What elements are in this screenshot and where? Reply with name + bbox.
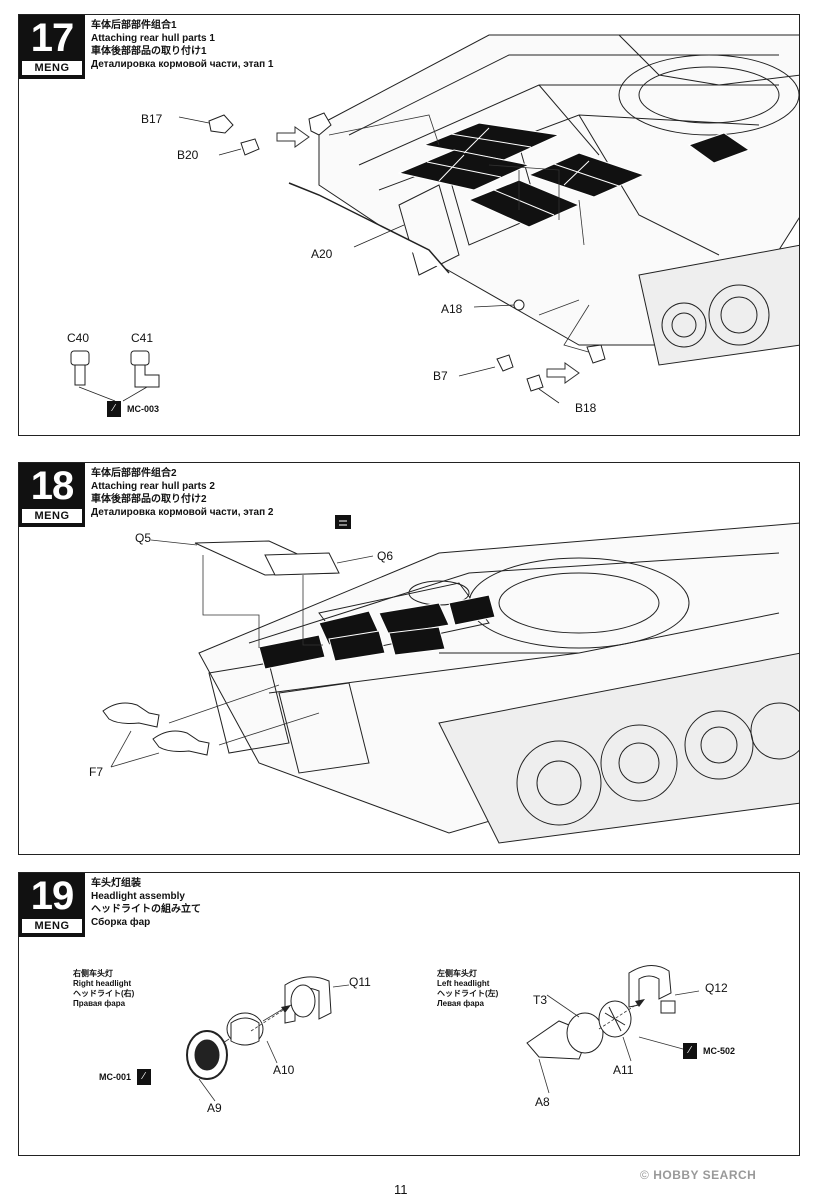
step-number-badge: 17 MENG	[19, 15, 85, 79]
paint-code: MC-502	[703, 1046, 736, 1056]
brand-logo: MENG	[22, 509, 82, 523]
part-label-f7: F7	[89, 765, 104, 779]
left-headlight-en: Left headlight	[437, 979, 490, 988]
part-label-c41: C41	[131, 331, 154, 345]
title-cn: 车体后部部件组合1	[91, 20, 177, 31]
title-en: Attaching rear hull parts 1	[91, 33, 215, 44]
headlight-drawing	[186, 965, 700, 1102]
title-ru: Сборка фар	[91, 917, 151, 928]
paint-code: MC-001	[99, 1072, 132, 1082]
page-number: 11	[394, 1182, 408, 1197]
rear-hull-drawing	[102, 515, 799, 844]
paint-callout: ∕ MC-003	[107, 401, 159, 417]
part-label-q11: Q11	[349, 975, 371, 989]
step-number: 17	[30, 16, 75, 60]
watermark-text: HOBBY SEARCH	[653, 1168, 757, 1182]
step-number-badge: 19 MENG	[19, 873, 85, 937]
brand-logo: MENG	[22, 61, 82, 75]
left-headlight-heading: 左侧车头灯 Left headlight ヘッドライト(左) Левая фар…	[437, 969, 498, 1009]
title-en: Headlight assembly	[91, 891, 185, 902]
part-label-b20: B20	[177, 148, 199, 162]
step-titles: 车体后部部件组合1 Attaching rear hull parts 1 車体…	[91, 19, 274, 71]
left-headlight-jp: ヘッドライト(左)	[437, 989, 499, 998]
paint-code: MC-003	[127, 404, 160, 414]
left-headlight-ru: Левая фара	[437, 999, 484, 1008]
title-cn: 车头灯组装	[91, 878, 141, 889]
right-headlight-ru: Правая фара	[73, 999, 126, 1008]
title-ru: Деталировка кормовой части, этап 2	[91, 507, 274, 518]
step-number-badge: 18 MENG	[19, 463, 85, 527]
part-label-a9: A9	[207, 1101, 222, 1115]
part-label-a18: A18	[441, 302, 463, 316]
right-headlight-jp: ヘッドライト(右)	[73, 989, 135, 998]
copyright-icon: ©	[640, 1168, 650, 1182]
step-number: 18	[30, 464, 75, 508]
part-label-q6: Q6	[377, 549, 394, 563]
title-en: Attaching rear hull parts 2	[91, 481, 215, 492]
right-headlight-cn: 右侧车头灯	[73, 969, 113, 978]
part-label-a20: A20	[311, 247, 333, 261]
step-titles: 车头灯组装 Headlight assembly ヘッドライトの組み立て Сбо…	[91, 877, 201, 929]
watermark: © HOBBY SEARCH	[640, 1168, 756, 1182]
paint-brush-icon: ∕	[683, 1043, 697, 1059]
title-jp: ヘッドライトの組み立て	[91, 904, 201, 915]
left-headlight-cn: 左侧车头灯	[437, 969, 477, 978]
rear-hull-drawing	[70, 34, 799, 404]
paint-brush-icon: ∕	[107, 401, 121, 417]
part-label-a10: A10	[273, 1063, 295, 1077]
part-label-c40: C40	[67, 331, 90, 345]
part-label-q5: Q5	[135, 531, 152, 545]
title-ru: Деталировка кормовой части, этап 1	[91, 59, 274, 70]
part-label-b17: B17	[141, 112, 163, 126]
step-19-panel: 19 MENG 车头灯组装 Headlight assembly ヘッドライトの…	[18, 872, 800, 1156]
right-headlight-heading: 右侧车头灯 Right headlight ヘッドライト(右) Правая ф…	[73, 969, 134, 1009]
title-jp: 車体後部部品の取り付け1	[91, 46, 207, 57]
step-17-panel: 17 MENG 车体后部部件组合1 Attaching rear hull pa…	[18, 14, 800, 436]
title-jp: 車体後部部品の取り付け2	[91, 494, 207, 505]
brand-logo: MENG	[22, 919, 82, 933]
part-label-b18: B18	[575, 401, 597, 415]
right-headlight-en: Right headlight	[73, 979, 132, 988]
part-label-q12: Q12	[705, 981, 728, 995]
title-cn: 车体后部部件组合2	[91, 468, 177, 479]
step-number: 19	[30, 874, 75, 918]
step-titles: 车体后部部件组合2 Attaching rear hull parts 2 車体…	[91, 467, 274, 519]
part-label-a11: A11	[613, 1063, 634, 1077]
paint-callout-right: MC-001 ∕	[99, 1069, 152, 1085]
part-label-a8: A8	[535, 1095, 550, 1109]
paint-brush-icon: ∕	[137, 1069, 152, 1085]
part-label-b7: B7	[433, 369, 448, 383]
step-18-panel: 18 MENG 车体后部部件组合2 Attaching rear hull pa…	[18, 462, 800, 855]
part-label-t3: T3	[533, 993, 548, 1007]
paint-callout-left: ∕ MC-502	[683, 1043, 735, 1059]
